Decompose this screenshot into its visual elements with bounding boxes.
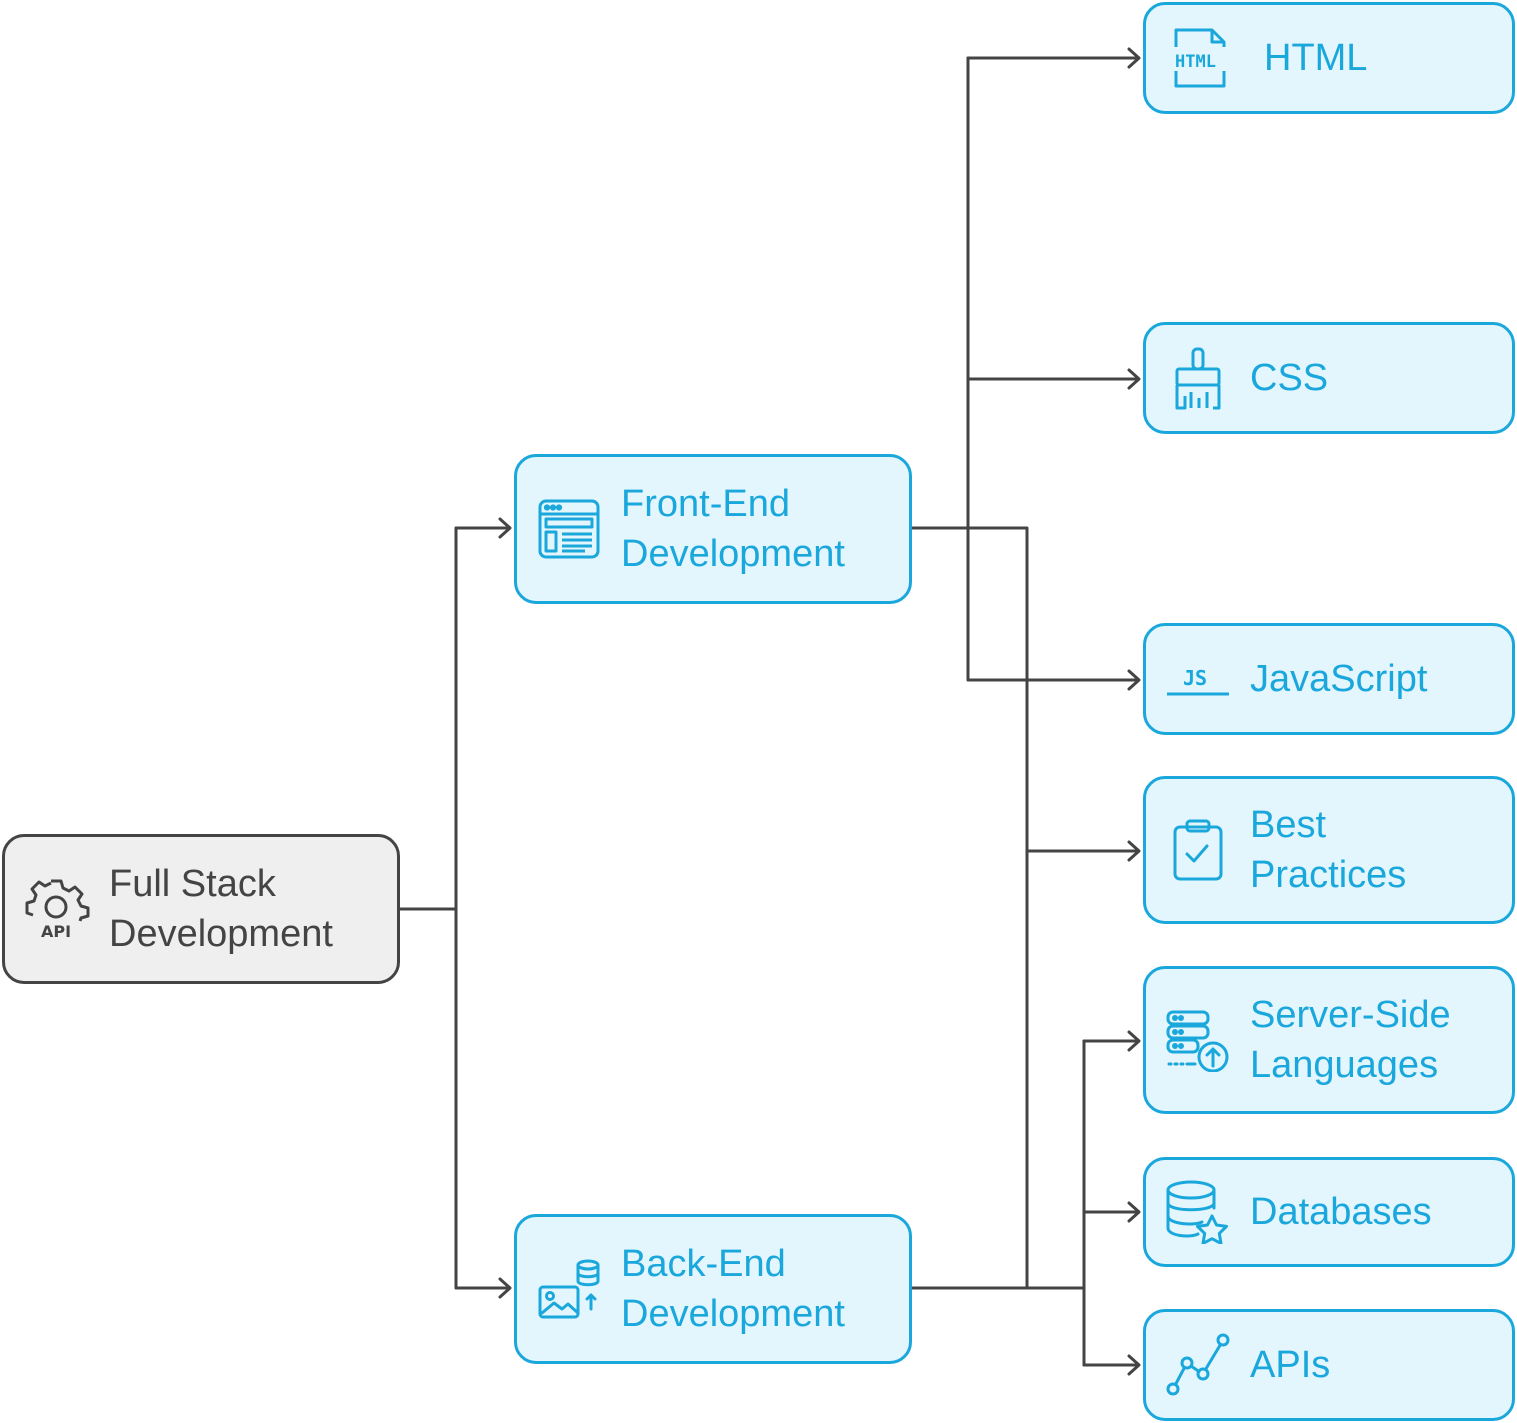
best-practices-label: Best Practices bbox=[1250, 804, 1407, 896]
root-label: Full Stack Development bbox=[109, 863, 333, 955]
arrowhead-front-end bbox=[498, 517, 512, 539]
js-icon: JS bbox=[1146, 659, 1250, 699]
node-server-side-languages: Server-Side Languages bbox=[1143, 966, 1515, 1114]
image-database-icon bbox=[517, 1257, 621, 1321]
connector-front-end-trunk bbox=[910, 526, 1029, 1290]
connector-back-end-trunk bbox=[910, 1039, 1086, 1367]
database-star-icon bbox=[1146, 1180, 1250, 1244]
server-side-languages-label: Server-Side Languages bbox=[1250, 994, 1451, 1086]
arrowhead-javascript bbox=[1127, 669, 1141, 691]
back-end-label: Back-End Development bbox=[621, 1243, 845, 1335]
node-back-end-development: Back-End Development bbox=[514, 1214, 912, 1364]
databases-label: Databases bbox=[1250, 1191, 1432, 1233]
html-file-icon: HTML bbox=[1146, 27, 1264, 89]
arrowhead-html bbox=[1127, 47, 1141, 69]
node-best-practices: Best Practices bbox=[1143, 776, 1515, 924]
svg-text:JS: JS bbox=[1183, 666, 1207, 690]
browser-window-icon bbox=[517, 498, 621, 560]
root-node-full-stack: API Full Stack Development bbox=[2, 834, 400, 984]
node-front-end-development: Front-End Development bbox=[514, 454, 912, 604]
arrowhead-back-end bbox=[498, 1277, 512, 1299]
arrowhead-databases bbox=[1127, 1201, 1141, 1223]
connector-root bbox=[398, 526, 458, 1290]
server-upload-icon bbox=[1146, 1008, 1250, 1072]
javascript-label: JavaScript bbox=[1250, 658, 1428, 700]
node-databases: Databases bbox=[1143, 1157, 1515, 1267]
css-label: CSS bbox=[1250, 357, 1329, 399]
arrowhead-css bbox=[1127, 368, 1141, 390]
node-css: CSS bbox=[1143, 322, 1515, 434]
svg-text:API: API bbox=[41, 922, 71, 941]
apis-label: APIs bbox=[1250, 1344, 1331, 1386]
clipboard-check-icon bbox=[1146, 818, 1250, 882]
node-html: HTML HTML bbox=[1143, 2, 1515, 114]
arrowhead-server-side bbox=[1127, 1030, 1141, 1052]
svg-text:HTML: HTML bbox=[1175, 52, 1216, 72]
paintbrush-icon bbox=[1146, 346, 1250, 410]
html-label: HTML bbox=[1264, 37, 1368, 79]
line-chart-icon bbox=[1146, 1332, 1250, 1398]
node-apis: APIs bbox=[1143, 1309, 1515, 1421]
arrowhead-best-practices bbox=[1127, 840, 1141, 862]
arrowhead-apis bbox=[1127, 1354, 1141, 1376]
gear-api-icon: API bbox=[5, 875, 109, 943]
front-end-label: Front-End Development bbox=[621, 483, 845, 575]
node-javascript: JS JavaScript bbox=[1143, 623, 1515, 735]
